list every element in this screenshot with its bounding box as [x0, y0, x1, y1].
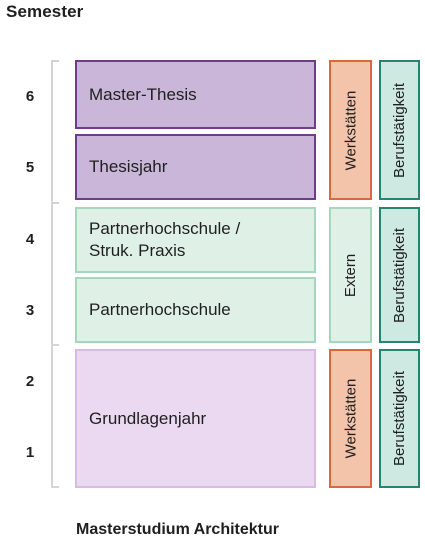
axis-tick: [51, 60, 59, 62]
side-extern: Extern: [329, 207, 372, 343]
side-label: Berufstätigkeit: [391, 82, 409, 178]
side-werkstaetten-top: Werkstätten: [329, 60, 372, 200]
phase-partnerhochschule: Partnerhochschule: [75, 277, 316, 343]
side-werkstaetten-bottom: Werkstätten: [329, 349, 372, 488]
axis-tick: [51, 486, 59, 488]
phase-partnerhochschule-praxis: Partnerhochschule / Struk. Praxis: [75, 207, 316, 273]
semester-number-3: 3: [25, 302, 35, 319]
side-label: Berufstätigkeit: [391, 227, 409, 323]
phase-thesisjahr: Thesisjahr: [75, 134, 316, 200]
phase-label: Grundlagenjahr: [89, 408, 207, 428]
phase-master-thesis: Master-Thesis: [75, 60, 316, 129]
semester-number-6: 6: [25, 88, 35, 105]
side-label: Berufstätigkeit: [391, 370, 409, 467]
phase-label: Master-Thesis: [89, 84, 197, 104]
side-label: Werkstätten: [342, 378, 360, 459]
axis-tick: [51, 344, 59, 346]
semester-number-4: 4: [25, 231, 35, 248]
phase-label: Thesisjahr: [89, 157, 168, 176]
phase-label: Partnerhochschule / Struk. Praxis: [89, 218, 240, 262]
semester-number-2: 2: [25, 373, 35, 390]
semester-number-5: 5: [25, 159, 35, 176]
side-berufstaetigkeit-middle: Berufstätigkeit: [379, 207, 420, 343]
side-label: Werkstätten: [342, 90, 360, 170]
phase-grundlagenjahr: Grundlagenjahr: [75, 349, 316, 488]
axis-tick: [51, 202, 59, 204]
semester-axis: [51, 60, 59, 488]
semester-number-1: 1: [25, 444, 35, 461]
page-title: Semester: [6, 2, 84, 21]
phase-label-line1: Partnerhochschule /: [89, 219, 241, 238]
side-label: Extern: [342, 253, 360, 297]
side-berufstaetigkeit-bottom: Berufstätigkeit: [379, 349, 420, 488]
phase-label: Partnerhochschule: [89, 300, 231, 319]
phase-label-line2: Struk. Praxis: [89, 241, 186, 260]
side-berufstaetigkeit-top: Berufstätigkeit: [379, 60, 420, 200]
diagram-caption: Masterstudium Architektur: [76, 521, 279, 538]
